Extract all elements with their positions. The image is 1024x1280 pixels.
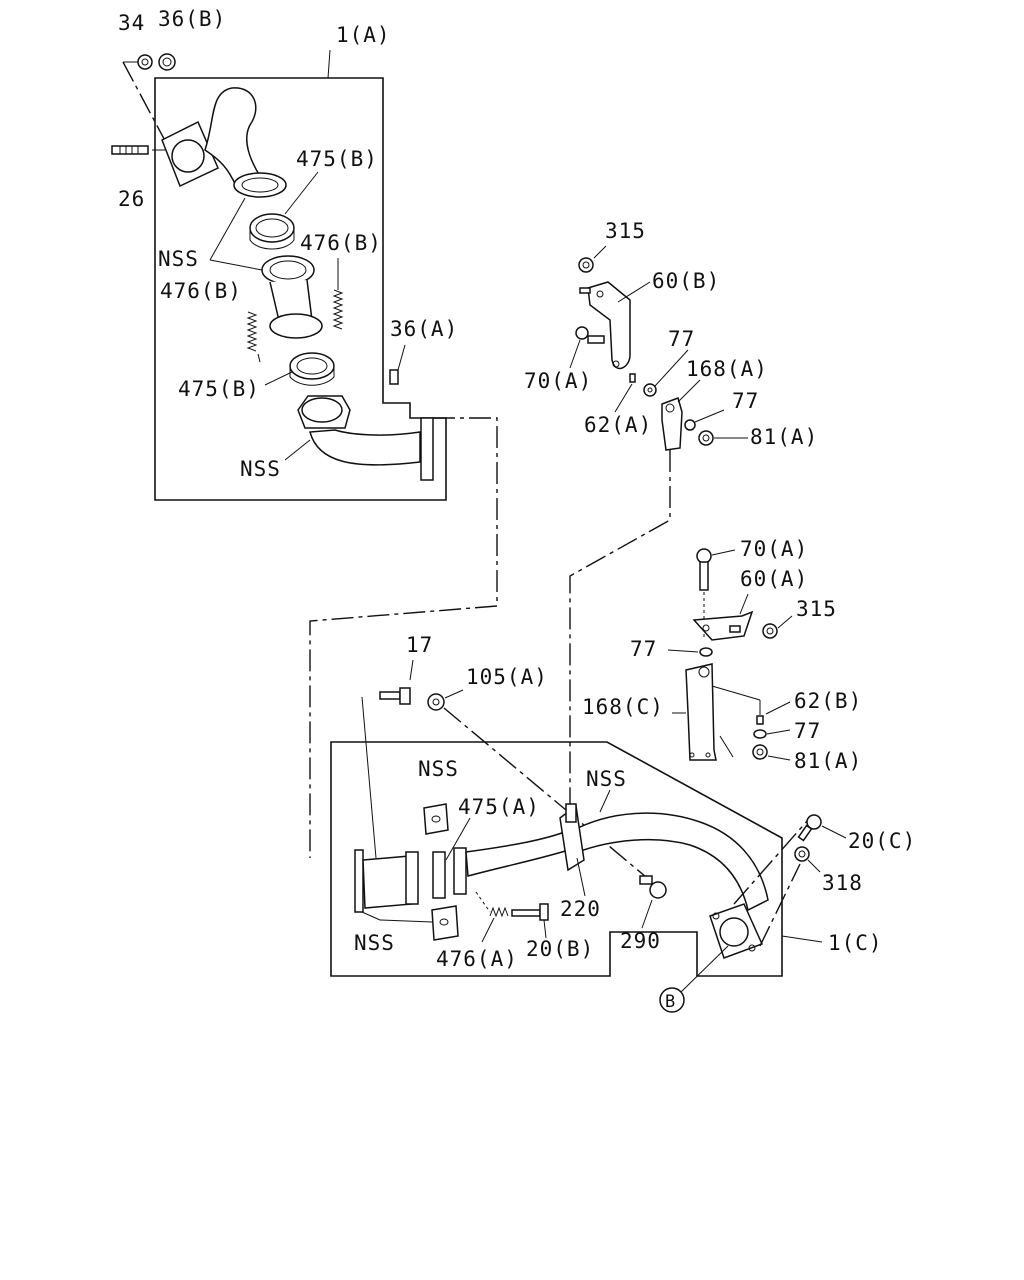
group-1a-boundary bbox=[154, 77, 447, 501]
label-475a: 475(A) bbox=[458, 795, 540, 819]
label-20c: 20(C) bbox=[848, 829, 916, 853]
label-318: 318 bbox=[822, 871, 863, 895]
bracket-168c bbox=[672, 663, 761, 761]
bracket-168a bbox=[661, 379, 701, 451]
label-nss-4: NSS bbox=[586, 767, 627, 791]
pin-62b bbox=[756, 701, 791, 725]
nut-81a-top bbox=[698, 430, 748, 446]
label-36a: 36(A) bbox=[390, 317, 458, 341]
center-pipe bbox=[261, 255, 323, 339]
tail-flange bbox=[709, 903, 764, 959]
callout-b bbox=[659, 945, 729, 1013]
nut-315-top bbox=[578, 245, 607, 273]
label-168c: 168(C) bbox=[582, 695, 664, 719]
label-17: 17 bbox=[406, 633, 433, 657]
label-70a-top: 70(A) bbox=[524, 369, 592, 393]
washer-77-d bbox=[753, 729, 791, 739]
bracket-60b bbox=[579, 281, 651, 370]
bolt-70a-mid bbox=[696, 548, 736, 591]
label-20b: 20(B) bbox=[526, 937, 594, 961]
label-62a: 62(A) bbox=[584, 413, 652, 437]
pin-62a bbox=[614, 373, 636, 413]
label-1c: 1(C) bbox=[828, 931, 883, 955]
spring-476b-right bbox=[332, 258, 344, 330]
gasket-475b-bottom bbox=[289, 352, 335, 386]
label-77-a: 77 bbox=[668, 327, 695, 351]
bolt-290 bbox=[639, 875, 667, 929]
label-476b-left: 476(B) bbox=[160, 279, 242, 303]
bracket-60a bbox=[692, 593, 754, 641]
washer-77-a bbox=[643, 349, 689, 397]
lower-elbow-pipe bbox=[297, 395, 434, 481]
nut-34 bbox=[137, 54, 153, 70]
bolt-20b bbox=[511, 903, 549, 939]
clamp-nss-lower bbox=[431, 905, 459, 941]
washer-77-b bbox=[684, 409, 725, 431]
label-60b: 60(B) bbox=[652, 269, 720, 293]
bolt-20c bbox=[797, 814, 847, 842]
bolt-17 bbox=[379, 659, 414, 705]
label-77-d: 77 bbox=[794, 719, 821, 743]
label-36b: 36(B) bbox=[158, 7, 226, 31]
label-290: 290 bbox=[620, 929, 661, 953]
label-105a: 105(A) bbox=[466, 665, 548, 689]
label-81a-bottom: 81(A) bbox=[794, 749, 862, 773]
label-220: 220 bbox=[560, 897, 601, 921]
label-60a: 60(A) bbox=[740, 567, 808, 591]
label-77-c: 77 bbox=[630, 637, 657, 661]
labels: 34 36(B) 1(A) 26 475(B) 476(B) NSS 476(B… bbox=[118, 7, 916, 1012]
nut-81a-bottom bbox=[752, 744, 791, 761]
label-476a: 476(A) bbox=[436, 947, 518, 971]
label-nss-1: NSS bbox=[158, 247, 199, 271]
label-62b: 62(B) bbox=[794, 689, 862, 713]
nut-36b bbox=[158, 53, 176, 71]
label-70a-mid: 70(A) bbox=[740, 537, 808, 561]
nut-36a bbox=[389, 344, 406, 385]
front-pipe-section bbox=[354, 828, 576, 913]
label-315-mid: 315 bbox=[796, 597, 837, 621]
bolt-70a-top bbox=[569, 326, 605, 369]
label-475b-bottom: 475(B) bbox=[178, 377, 260, 401]
label-475b-top: 475(B) bbox=[296, 147, 378, 171]
spring-476a bbox=[475, 891, 509, 943]
label-77-b: 77 bbox=[732, 389, 759, 413]
label-315-top: 315 bbox=[605, 219, 646, 243]
label-nss-5: NSS bbox=[354, 931, 395, 955]
gasket-475b-top bbox=[249, 213, 295, 250]
label-81a-top: 81(A) bbox=[750, 425, 818, 449]
rear-pipe bbox=[559, 803, 769, 912]
label-168a: 168(A) bbox=[686, 357, 768, 381]
stud-26 bbox=[111, 145, 168, 155]
clamp-nss-upper bbox=[423, 803, 449, 835]
nut-105a bbox=[427, 689, 464, 711]
label-1a: 1(A) bbox=[336, 23, 391, 47]
nut-318 bbox=[794, 846, 821, 873]
label-b: B bbox=[665, 992, 676, 1012]
label-26: 26 bbox=[118, 187, 145, 211]
label-nss-3: NSS bbox=[418, 757, 459, 781]
washer-77-c bbox=[667, 647, 713, 657]
label-nss-2: NSS bbox=[240, 457, 281, 481]
label-476b-right: 476(B) bbox=[300, 231, 382, 255]
group-1c-boundary bbox=[330, 741, 783, 977]
spring-476b-left bbox=[246, 311, 261, 363]
nut-315-mid bbox=[762, 615, 793, 639]
label-34: 34 bbox=[118, 11, 145, 35]
upper-elbow-pipe bbox=[161, 87, 287, 198]
